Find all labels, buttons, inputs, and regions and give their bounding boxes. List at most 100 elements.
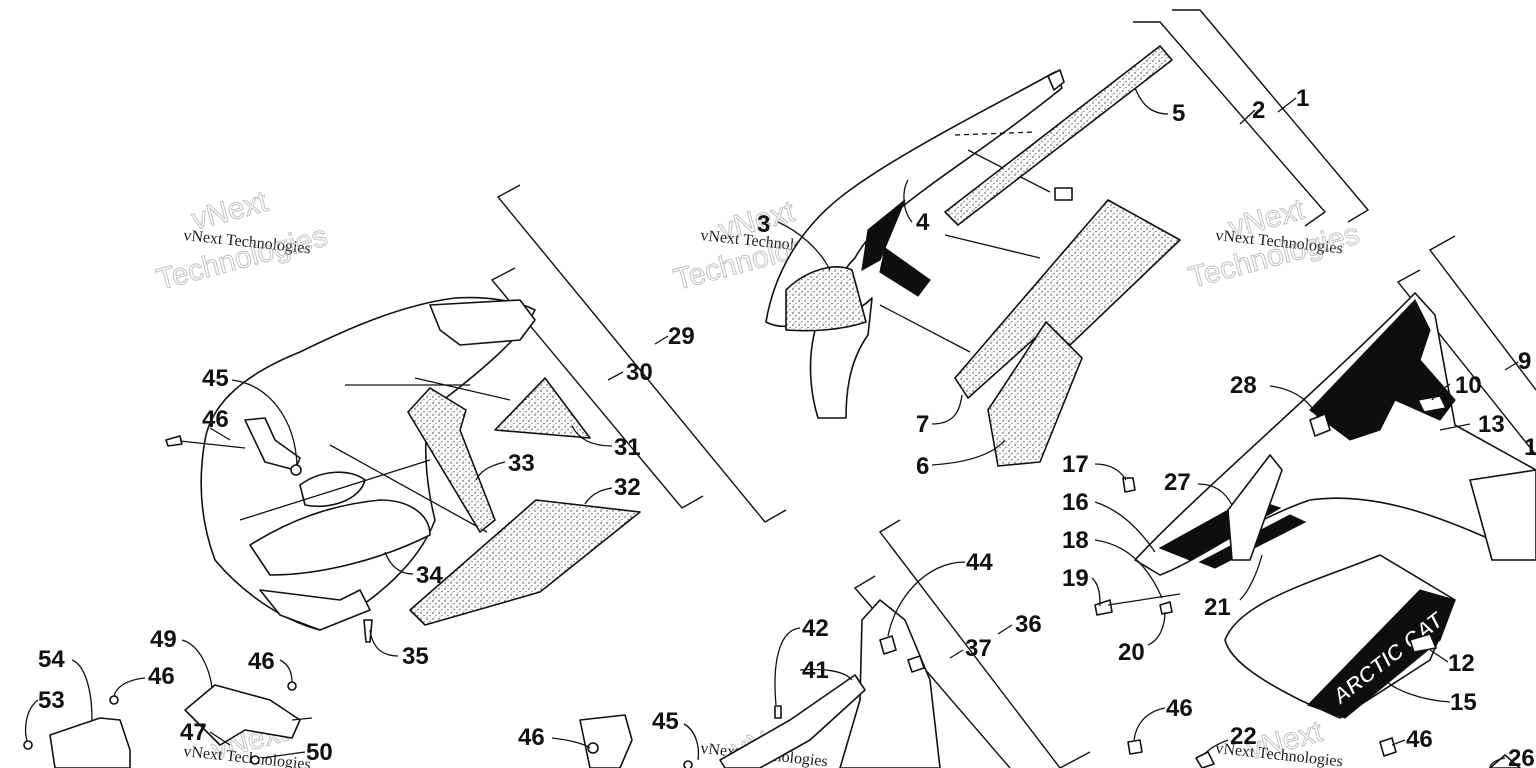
foam-pad-32 bbox=[409, 499, 641, 626]
inner-hood-flange bbox=[429, 299, 536, 346]
leader-20 bbox=[1147, 611, 1166, 646]
callout-31: 31 bbox=[614, 434, 641, 461]
leader-46f bbox=[1391, 739, 1406, 746]
badge-12 bbox=[1409, 633, 1437, 653]
foam-triangle-31 bbox=[494, 377, 591, 439]
callout-22: 22 bbox=[1230, 723, 1257, 750]
leader-lines bbox=[24, 87, 1519, 768]
callout-13: 13 bbox=[1478, 411, 1505, 438]
hood-foam-insert bbox=[785, 266, 867, 332]
callout-7: 7 bbox=[916, 411, 929, 438]
callout-46-bottom-left: 46 bbox=[148, 663, 175, 690]
clip-28 bbox=[1309, 413, 1331, 437]
lower-panel-graphic bbox=[1306, 589, 1456, 719]
callout-45-bottom: 45 bbox=[652, 708, 679, 735]
bracket-11 bbox=[1396, 269, 1536, 456]
callout-33: 33 bbox=[508, 450, 535, 477]
leader-41 bbox=[799, 668, 853, 681]
callout-17: 17 bbox=[1062, 451, 1089, 478]
clip-22 bbox=[1195, 751, 1215, 768]
leader-44 bbox=[887, 561, 966, 637]
callout-46-bottom-right: 46 bbox=[1166, 695, 1193, 722]
side-panel-right bbox=[1469, 469, 1536, 561]
deflector-49 bbox=[184, 684, 301, 746]
leader-12 bbox=[1429, 649, 1449, 663]
lower-panel-assembly bbox=[579, 599, 941, 768]
clip-50 bbox=[250, 755, 260, 765]
leader-15 bbox=[1384, 679, 1451, 703]
leader-46e bbox=[1133, 707, 1166, 741]
callout-36: 36 bbox=[1015, 611, 1042, 638]
callout-46-left: 46 bbox=[202, 406, 229, 433]
callout-9: 9 bbox=[1518, 348, 1531, 375]
callout-6: 6 bbox=[916, 453, 929, 480]
fastener-42 bbox=[774, 705, 782, 719]
callout-46-deflector: 46 bbox=[248, 648, 275, 675]
assembly-brackets bbox=[490, 9, 1536, 768]
bottom-right-assembly bbox=[1127, 737, 1521, 768]
clip-46-br bbox=[1127, 739, 1143, 755]
hood-clip bbox=[1047, 69, 1065, 91]
leader-46d bbox=[113, 677, 146, 697]
callout-labels: 1 2 3 4 5 6 7 9 10 1 12 13 15 16 17 18 1… bbox=[38, 85, 1536, 768]
leader-32 bbox=[584, 487, 613, 505]
callout-54: 54 bbox=[38, 646, 65, 673]
callout-20: 20 bbox=[1118, 639, 1145, 666]
leader-3 bbox=[777, 221, 831, 271]
hood-panel bbox=[765, 71, 1063, 328]
leader-16 bbox=[1094, 501, 1156, 553]
callout-15: 15 bbox=[1450, 689, 1477, 716]
hood-dash-line bbox=[954, 131, 1036, 136]
leader-54 bbox=[71, 659, 93, 721]
inner-hood-leader-33 bbox=[329, 444, 488, 533]
rivet-35 bbox=[363, 619, 373, 643]
inner-hood-bowl bbox=[249, 499, 431, 576]
leader-46b bbox=[551, 737, 591, 749]
leader-13 bbox=[1439, 423, 1471, 431]
leader-47 bbox=[209, 731, 231, 746]
leader-28 bbox=[1269, 385, 1319, 419]
callout-18: 18 bbox=[1062, 527, 1089, 554]
leader-31 bbox=[571, 425, 613, 447]
bracket-left-45 bbox=[579, 714, 633, 768]
callout-46-bottom-center: 46 bbox=[518, 724, 545, 751]
callout-26: 26 bbox=[1508, 745, 1535, 768]
callout-41: 41 bbox=[802, 657, 829, 684]
clip-46-br2 bbox=[1379, 737, 1397, 757]
callout-47: 47 bbox=[180, 719, 207, 746]
mount-bracket bbox=[244, 417, 301, 471]
callout-10: 10 bbox=[1455, 372, 1482, 399]
washer-44 bbox=[907, 655, 925, 673]
screw-46-bl bbox=[109, 695, 119, 705]
leader-30 bbox=[607, 371, 624, 381]
fastener-44 bbox=[879, 635, 897, 655]
leader-7 bbox=[931, 394, 963, 425]
lower-side-panel-37 bbox=[839, 599, 941, 768]
leader-46c bbox=[279, 659, 293, 683]
bracket-36 bbox=[878, 519, 1091, 768]
leader-29 bbox=[654, 335, 669, 345]
callout-4: 4 bbox=[916, 209, 930, 236]
bracket-9 bbox=[1428, 235, 1536, 391]
screw-46 bbox=[165, 435, 183, 447]
leader-50 bbox=[261, 751, 306, 759]
leader-33 bbox=[475, 461, 506, 481]
screw-46-lower bbox=[587, 742, 599, 754]
panel-edge-26 bbox=[1489, 754, 1521, 768]
callout-12: 12 bbox=[1448, 650, 1475, 677]
side-panel-assembly: ARCTIC CAT bbox=[1094, 292, 1536, 719]
hood-vent-slot bbox=[861, 199, 906, 272]
leader-2 bbox=[1239, 109, 1256, 125]
callout-53: 53 bbox=[38, 687, 65, 714]
leader-34 bbox=[384, 551, 414, 575]
callout-50: 50 bbox=[306, 739, 333, 766]
leader-45b bbox=[683, 723, 700, 761]
callout-32: 32 bbox=[614, 474, 641, 501]
inner-hood-assembly-left bbox=[165, 296, 641, 643]
side-panel-graphic-black bbox=[1309, 298, 1456, 441]
bracket-29 bbox=[496, 184, 787, 523]
callout-5: 5 bbox=[1172, 100, 1185, 127]
leader-46 bbox=[209, 427, 231, 441]
leader-4 bbox=[903, 179, 913, 223]
